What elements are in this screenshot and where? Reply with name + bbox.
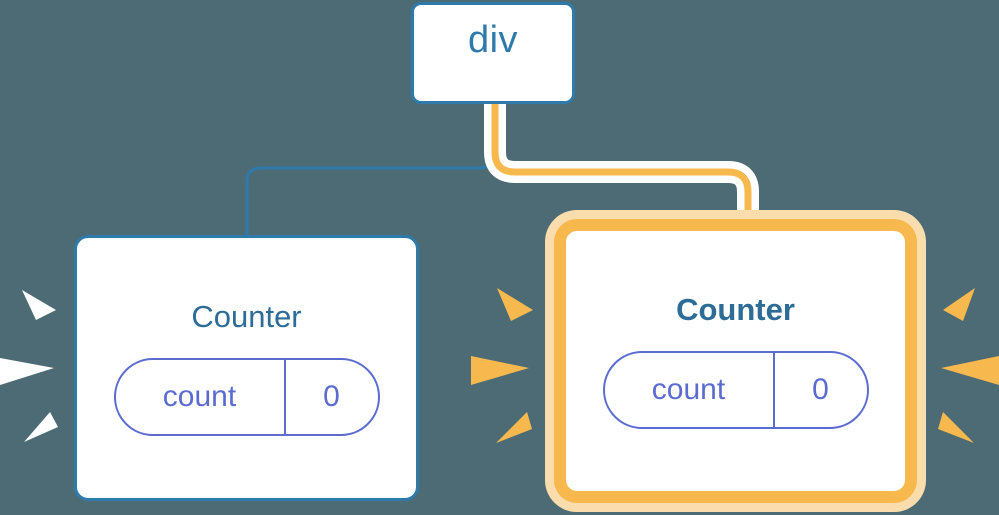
- node-div[interactable]: div: [411, 2, 575, 104]
- node-counter-left-title: Counter: [191, 298, 302, 334]
- ray-group-counter-right-left: [471, 288, 533, 443]
- state-key-counter-right: count: [605, 352, 775, 427]
- ray-amber-left-middle: [471, 356, 529, 385]
- state-key-counter-left: count: [116, 359, 286, 434]
- ray-amber-right-upper: [943, 288, 975, 321]
- node-div-title: div: [467, 19, 519, 61]
- ray-white-upper: [22, 290, 56, 320]
- ray-amber-right-lower: [938, 412, 974, 443]
- node-counter-right-title: Counter: [676, 291, 795, 327]
- node-counter-left[interactable]: Counter count 0: [74, 235, 419, 501]
- edge-div-to-counter-right: [491, 104, 752, 245]
- ray-amber-left-upper: [497, 288, 533, 321]
- edge-div-to-counter-left: [245, 102, 495, 240]
- ray-white-lower: [24, 412, 58, 442]
- ray-amber-left-lower: [496, 412, 532, 443]
- node-counter-right[interactable]: Counter count 0: [563, 228, 908, 494]
- ray-white-middle: [0, 358, 54, 385]
- state-pill-counter-right: count 0: [602, 350, 869, 429]
- state-value-counter-left: 0: [323, 379, 340, 413]
- ray-group-counter-left: [0, 290, 58, 442]
- ray-group-counter-right-right: [938, 288, 999, 443]
- edge-div-to-counter-right-halo: [484, 104, 759, 245]
- state-pill-counter-left: count 0: [113, 357, 380, 436]
- ray-amber-right-middle: [941, 356, 999, 385]
- state-value-counter-right: 0: [812, 372, 829, 406]
